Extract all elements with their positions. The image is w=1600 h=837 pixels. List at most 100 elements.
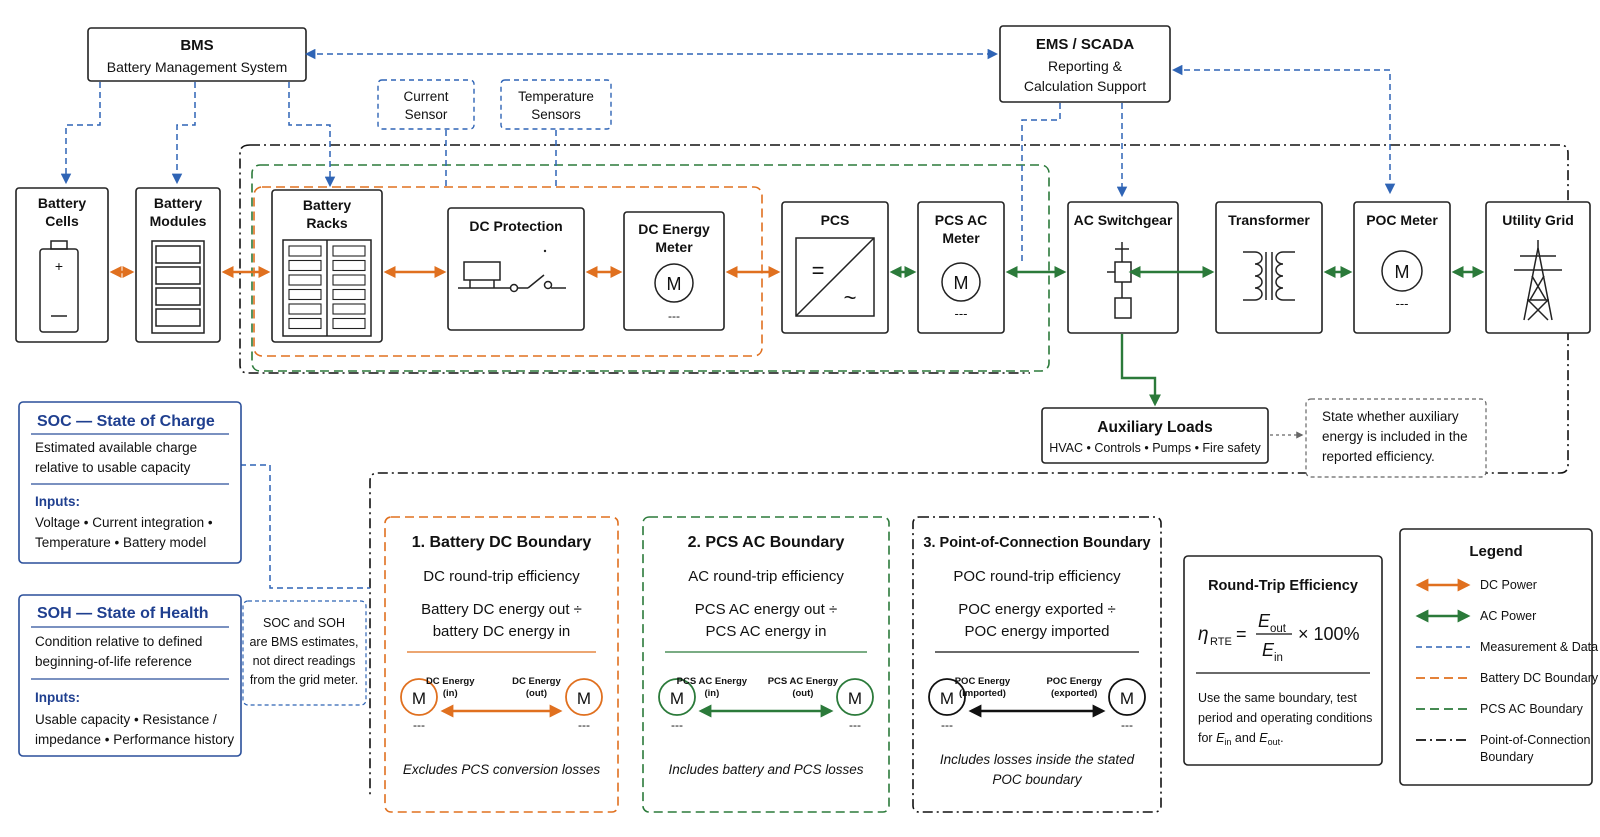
racks-label-2: Racks <box>306 215 347 231</box>
meter-dash: --- <box>1121 718 1133 732</box>
dc-protection-box[interactable]: DC Protection <box>447 207 585 331</box>
dcmeter-label-1: DC Energy <box>638 221 710 237</box>
bms-title: BMS <box>180 37 213 54</box>
svg-text:M: M <box>667 274 682 294</box>
legend-label: Measurement & Data <box>1480 640 1598 654</box>
meter-icon <box>1108 678 1146 716</box>
rte-times: × 100% <box>1298 624 1360 644</box>
aux-note-line1: State whether auxiliary <box>1322 409 1459 424</box>
rte-formula-box: Round-Trip Efficiency η RTE = E out E in… <box>1183 555 1383 766</box>
rte-numerator-sub: out <box>1270 623 1287 635</box>
svg-text:M: M <box>954 273 969 293</box>
meter-symbol: M <box>940 689 954 708</box>
rte-note-2: period and operating conditions <box>1198 711 1372 725</box>
estimate-note-3: not direct readings <box>253 654 356 668</box>
meter-icon <box>928 678 966 716</box>
temperature-sensors-box: Temperature Sensors <box>500 79 612 130</box>
estimate-note-1: SOC and SOH <box>263 616 345 630</box>
boundary-subtitle: AC round-trip efficiency <box>688 568 844 585</box>
energy-label-left: DC Energy <box>426 676 475 687</box>
poc-meter-label: POC Meter <box>1366 212 1438 228</box>
auxiliary-loads-box[interactable]: Auxiliary Loads HVAC • Controls • Pumps … <box>1041 407 1269 464</box>
rte-denominator-e: E <box>1262 640 1275 660</box>
legend-item: DC Power <box>1415 578 1537 592</box>
ems-title: EMS / SCADA <box>1036 36 1135 53</box>
meter-dash: --- <box>578 718 590 732</box>
meter-icon <box>565 678 603 716</box>
ems-line2: Calculation Support <box>1024 78 1146 94</box>
energy-label-left-sub: (in) <box>443 688 458 699</box>
temp-sensor-line2: Sensors <box>531 107 581 122</box>
svg-text:---: --- <box>668 309 680 323</box>
battery-modules-icon <box>151 240 205 334</box>
boundary-note: POC boundary <box>992 772 1083 787</box>
poc-boundary-left <box>239 144 1030 374</box>
dcmeter-label-2: Meter <box>655 239 693 255</box>
energy-label-right-sub: (out) <box>526 688 547 699</box>
ac-switchgear-box[interactable]: AC Switchgear <box>1067 201 1179 334</box>
utility-grid-box[interactable]: Utility Grid <box>1485 201 1591 334</box>
soc-inputs-1: Voltage • Current integration • <box>35 515 213 530</box>
battery-racks-box[interactable]: Battery Racks <box>271 189 383 343</box>
energy-label-left-sub: (imported) <box>959 688 1006 699</box>
rte-numerator-e: E <box>1258 611 1271 631</box>
legend-label: Boundary <box>1480 750 1534 764</box>
pcs-label: PCS <box>821 212 850 228</box>
boundary-title: 3. Point-of-Connection Boundary <box>923 535 1150 551</box>
modules-label-2: Modules <box>150 213 207 229</box>
acsw-label: AC Switchgear <box>1074 212 1173 228</box>
rte-note-3: for Ein and Eout. <box>1198 731 1284 747</box>
soh-title: SOH — State of Health <box>37 605 209 622</box>
transformer-label: Transformer <box>1228 212 1310 228</box>
aux-note-line3: reported efficiency. <box>1322 449 1435 464</box>
legend-label: PCS AC Boundary <box>1480 702 1584 716</box>
rte-title: Round-Trip Efficiency <box>1208 578 1358 594</box>
transformer-box[interactable]: Transformer <box>1215 201 1323 334</box>
rte-denominator-sub: in <box>1274 652 1283 664</box>
aux-note-box: State whether auxiliary energy is includ… <box>1305 398 1487 478</box>
dc-energy-meter-box[interactable]: DC Energy Meter M --- <box>623 211 725 331</box>
svg-text:~: ~ <box>844 285 857 310</box>
dc-protection-icon <box>458 249 566 293</box>
svg-text:=: = <box>812 258 825 283</box>
current-sensor-line1: Current <box>403 89 448 104</box>
meter-icon <box>658 678 696 716</box>
soh-inputs-label: Inputs: <box>35 690 80 705</box>
legend-item: Measurement & Data <box>1416 640 1598 654</box>
battery-cells-box[interactable]: Battery Cells + <box>15 187 109 343</box>
svg-text:---: --- <box>955 306 968 321</box>
ac-power-arrows <box>889 266 1485 407</box>
legend-item: PCS AC Boundary <box>1416 702 1584 716</box>
battery-modules-box[interactable]: Battery Modules <box>135 187 221 343</box>
pcs-ac-meter-box[interactable]: PCS AC Meter M --- <box>917 201 1005 334</box>
energy-label-left: POC Energy <box>955 676 1011 687</box>
boundary-note: Excludes PCS conversion losses <box>403 762 601 777</box>
boundary-subtitle: POC round-trip efficiency <box>953 568 1121 585</box>
energy-label-right: DC Energy <box>512 676 561 687</box>
pcs-ac-meter-icon: M --- <box>941 262 981 321</box>
legend-item: Battery DC Boundary <box>1416 671 1599 685</box>
boundary-title: 1. Battery DC Boundary <box>412 534 592 551</box>
measurement-lines <box>60 48 1396 589</box>
bms-box[interactable]: BMS Battery Management System <box>87 27 307 82</box>
ems-scada-box[interactable]: EMS / SCADA Reporting & Calculation Supp… <box>999 25 1171 103</box>
estimate-note-2: are BMS estimates, <box>249 635 358 649</box>
poc-meter-box[interactable]: POC Meter M --- <box>1353 201 1451 334</box>
pcs-inverter-icon: = ~ <box>795 237 875 317</box>
soc-title: SOC — State of Charge <box>37 413 215 430</box>
pcs-box[interactable]: PCS = ~ <box>781 201 889 334</box>
rte-equals: = <box>1236 624 1247 644</box>
transformer-icon <box>1243 251 1295 301</box>
legend-label: Battery DC Boundary <box>1480 671 1599 685</box>
svg-text:M: M <box>1395 262 1410 282</box>
soc-inputs-2: Temperature • Battery model <box>35 535 206 550</box>
soh-inputs-1: Usable capacity • Resistance / <box>35 712 217 727</box>
energy-label-right-sub: (exported) <box>1051 688 1097 699</box>
aux-note-line2: energy is included in the <box>1322 429 1468 444</box>
dcprot-label: DC Protection <box>469 218 562 234</box>
